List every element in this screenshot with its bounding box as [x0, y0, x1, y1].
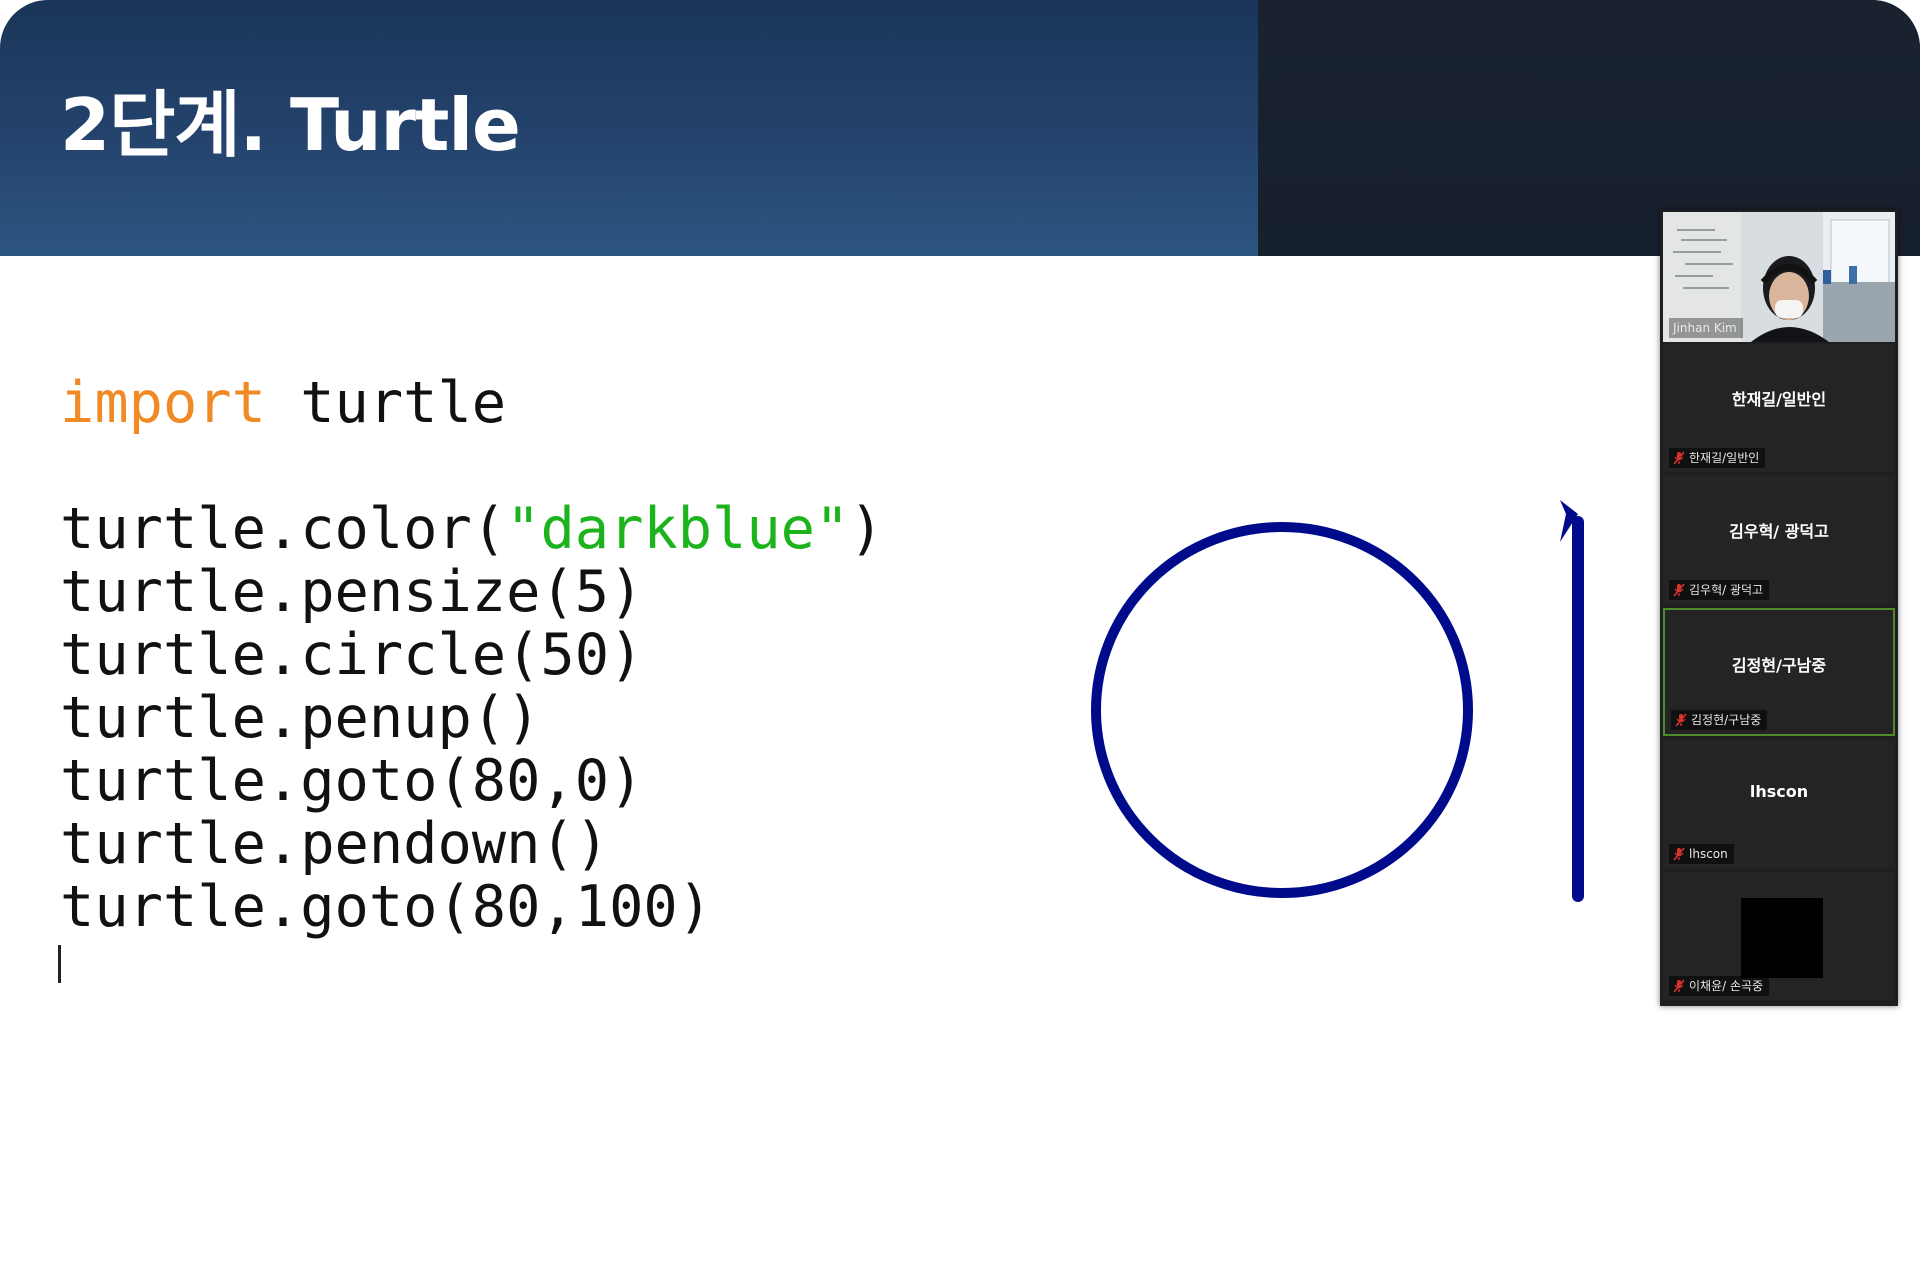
participant-tile[interactable]: lhscon lhscon — [1663, 740, 1895, 868]
participant-tile[interactable]: 이채윤/ 손곡중 — [1663, 872, 1895, 1000]
code-keyword: import — [60, 370, 266, 436]
blank-code-line — [60, 435, 884, 498]
participant-name-label: 김우혁/ 광덕고 — [1669, 580, 1770, 600]
muted-mic-icon — [1675, 713, 1687, 727]
participant-name: 한재길/일반인 — [1689, 451, 1760, 465]
participant-name-label: 한재길/일반인 — [1669, 448, 1766, 468]
code-line: turtle.pendown() — [60, 813, 884, 876]
code-text: turtle.goto(80,100) — [60, 874, 713, 940]
muted-mic-icon — [1673, 979, 1685, 993]
webcam-video — [1663, 212, 1895, 342]
code-text: turtle.pendown() — [60, 811, 610, 877]
code-line: turtle.color("darkblue") — [60, 498, 884, 561]
participant-name: Jinhan Kim — [1673, 321, 1737, 335]
drawn-circle — [1091, 522, 1473, 898]
participant-tile-video[interactable]: Jinhan Kim — [1663, 212, 1895, 342]
code-text: turtle.goto(80,0) — [60, 748, 644, 814]
slide-header: 2단계. Turtle — [0, 0, 1920, 256]
code-line: turtle.circle(50) — [60, 624, 884, 687]
text-cursor — [58, 945, 61, 983]
participant-name-label: lhscon — [1669, 844, 1734, 864]
participant-display-name: lhscon — [1749, 782, 1809, 801]
code-text: turtle.color( — [60, 496, 507, 562]
participant-name-label: 이채윤/ 손곡중 — [1669, 976, 1770, 996]
muted-mic-icon — [1673, 451, 1685, 465]
turtle-drawing — [1091, 500, 1584, 902]
black-video-feed — [1741, 898, 1823, 978]
participant-name: 김우혁/ 광덕고 — [1689, 583, 1764, 597]
slide-title: 2단계. Turtle — [60, 83, 521, 167]
participant-name-label: Jinhan Kim — [1669, 318, 1743, 338]
code-text: turtle.penup() — [60, 685, 541, 751]
participant-name-label: 김정현/구남중 — [1671, 710, 1768, 730]
muted-mic-icon — [1673, 583, 1685, 597]
participant-name: 김정현/구남중 — [1691, 713, 1762, 727]
code-text: ) — [849, 496, 884, 562]
code-text: turtle — [265, 370, 507, 436]
participant-name: 이채윤/ 손곡중 — [1689, 979, 1764, 993]
participant-display-name: 한재길/일반인 — [1731, 390, 1827, 409]
code-line: import turtle — [60, 372, 884, 435]
code-line: turtle.goto(80,0) — [60, 750, 884, 813]
participant-name: lhscon — [1689, 847, 1728, 861]
code-line: turtle.pensize(5) — [60, 561, 884, 624]
participant-display-name: 김정현/구남중 — [1731, 656, 1827, 675]
muted-mic-icon — [1673, 847, 1685, 861]
participant-display-name: 김우혁/ 광덕고 — [1729, 522, 1829, 541]
code-line: turtle.goto(80,100) — [60, 876, 884, 939]
code-string: "darkblue" — [506, 496, 850, 562]
code-text: turtle.pensize(5) — [60, 559, 644, 625]
code-line: turtle.penup() — [60, 687, 884, 750]
code-text: turtle.circle(50) — [60, 622, 644, 688]
turtle-cursor-arrow-icon — [1560, 500, 1578, 542]
